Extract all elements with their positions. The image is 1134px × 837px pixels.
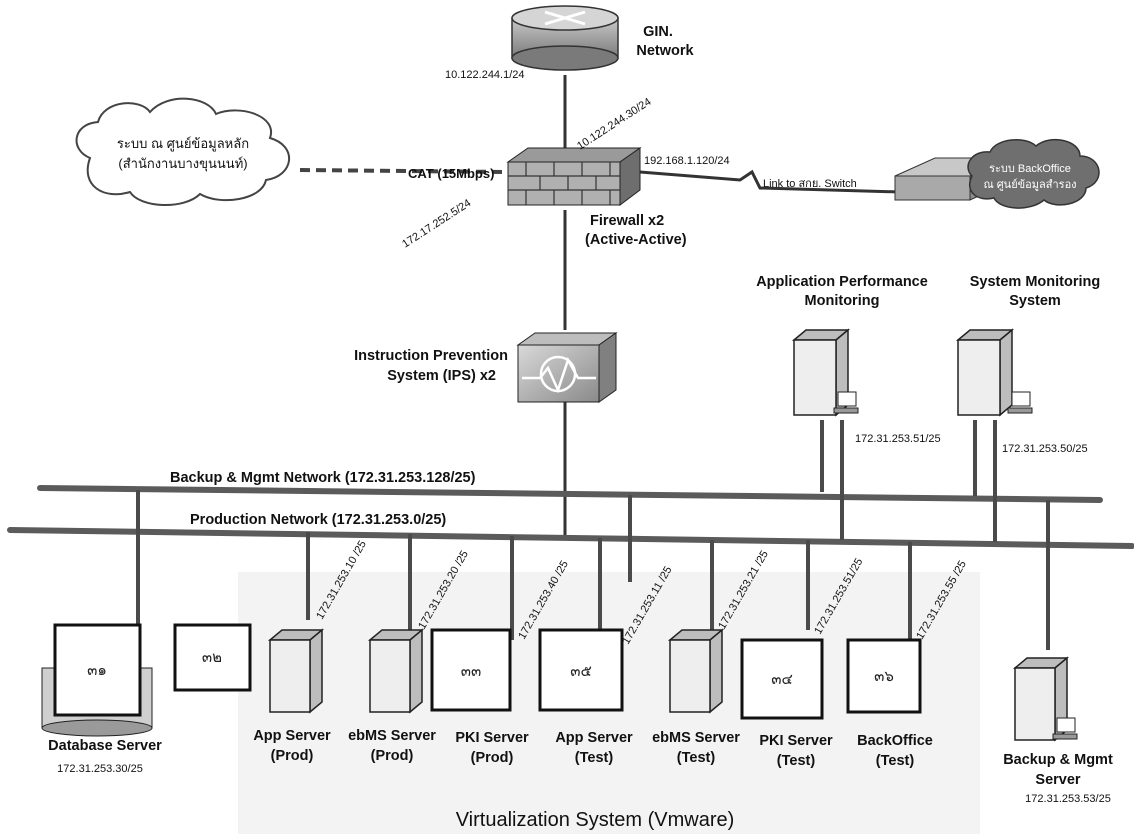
- cloud-right-line2: ณ ศูนย์ข้อมูลสำรอง: [983, 178, 1076, 191]
- app-prod-label-line2: (Prod): [271, 748, 314, 764]
- backup-network-bus: [37, 485, 1103, 503]
- router-label-line2: Network: [636, 43, 694, 59]
- pki-prod-label-line2: (Prod): [471, 750, 514, 766]
- ebms-server-test-icon: [667, 628, 725, 714]
- router-label-line1: GIN.: [643, 24, 673, 40]
- cat-link-label: CAT (15Mbps): [408, 166, 494, 181]
- number-box-31-label: ๓๑: [87, 661, 107, 679]
- number-box-35: ๓๕: [538, 628, 624, 712]
- database-server-ip: 172.31.253.30/25: [57, 763, 143, 775]
- pki-test-label-line2: (Test): [777, 753, 816, 769]
- number-box-31: ๓๑: [53, 623, 142, 717]
- number-box-32: ๓๒: [173, 623, 252, 692]
- production-network-label: Production Network (172.31.253.0/25): [190, 512, 446, 528]
- virtualization-title: Virtualization System (Vmware): [456, 809, 735, 831]
- ebms-prod-label-line2: (Prod): [371, 748, 414, 764]
- switch-link-label: Link to สกย. Switch: [763, 178, 857, 190]
- apm-ip: 172.31.253.51/25: [855, 433, 941, 445]
- database-server-label: Database Server: [48, 738, 162, 754]
- ips-label-line1: Instruction Prevention: [354, 348, 508, 364]
- firewall-ip-left: 172.17.252.5/24: [400, 197, 473, 250]
- number-box-33-label: ๓๓: [461, 662, 482, 680]
- number-box-33: ๓๓: [430, 628, 512, 712]
- backup-server-ip: 172.31.253.53/25: [1025, 793, 1111, 805]
- cloud-right-icon: [967, 138, 1100, 209]
- sms-label-line1: System Monitoring: [970, 274, 1101, 290]
- number-box-36: ๓๖: [846, 638, 922, 714]
- firewall-label-line2: (Active-Active): [585, 232, 687, 248]
- production-network-bus: [7, 527, 1134, 549]
- apm-label-line1: Application Performance: [756, 274, 928, 290]
- sms-server-icon: [955, 328, 1033, 417]
- switch-link-line: [639, 169, 901, 194]
- pki-prod-label-line1: PKI Server: [455, 730, 529, 746]
- app-test-label-line2: (Test): [575, 750, 614, 766]
- cloud-left-icon: [75, 97, 290, 206]
- sms-label-line2: System: [1009, 293, 1061, 309]
- number-box-35-label: ๓๕: [570, 662, 592, 680]
- backup-mgmt-server-icon: [1012, 656, 1078, 742]
- backoffice-test-label-line2: (Test): [876, 753, 915, 769]
- ebms-server-prod-icon: [367, 628, 425, 714]
- ips-label-line2: System (IPS) x2: [387, 368, 496, 384]
- ebms-prod-label-line1: ebMS Server: [348, 728, 436, 744]
- number-box-36-label: ๓๖: [874, 667, 894, 685]
- backup-network-label: Backup & Mgmt Network (172.31.253.128/25…: [170, 470, 476, 486]
- backup-server-label-line2: Server: [1035, 772, 1081, 788]
- firewall-ip-right: 192.168.1.120/24: [644, 155, 730, 167]
- network-drops: [136, 420, 1050, 665]
- pki-test-label-line1: PKI Server: [759, 733, 833, 749]
- firewall-label-line1: Firewall x2: [590, 213, 664, 229]
- apm-server-icon: [791, 328, 859, 417]
- app-test-label-line1: App Server: [555, 730, 633, 746]
- firewall-icon: [506, 147, 642, 206]
- app-server-prod-icon: [267, 628, 325, 714]
- cloud-right-line1: ระบบ BackOffice: [989, 163, 1071, 175]
- router-icon: [511, 5, 619, 71]
- backup-server-label-line1: Backup & Mgmt: [1003, 752, 1113, 768]
- number-box-32-label: ๓๒: [202, 648, 222, 666]
- cloud-left-line1: ระบบ ณ ศูนย์ข้อมูลหลัก: [117, 136, 249, 152]
- number-box-34-label: ๓๔: [771, 670, 793, 688]
- cloud-left-line2: (สำนักงานบางขุนนนท์): [118, 156, 247, 172]
- ebms-test-label-line1: ebMS Server: [652, 730, 740, 746]
- sms-ip: 172.31.253.50/25: [1002, 443, 1088, 455]
- backoffice-test-label-line1: BackOffice: [857, 733, 933, 749]
- number-box-34: ๓๔: [740, 638, 824, 720]
- cat-link-line: [299, 168, 509, 174]
- app-prod-label-line1: App Server: [253, 728, 331, 744]
- router-ip-down: 10.122.244.30/24: [575, 96, 653, 153]
- ips-icon: [516, 332, 618, 403]
- apm-label-line2: Monitoring: [805, 293, 880, 309]
- ebms-test-label-line2: (Test): [677, 750, 716, 766]
- router-ip-left: 10.122.244.1/24: [445, 69, 525, 81]
